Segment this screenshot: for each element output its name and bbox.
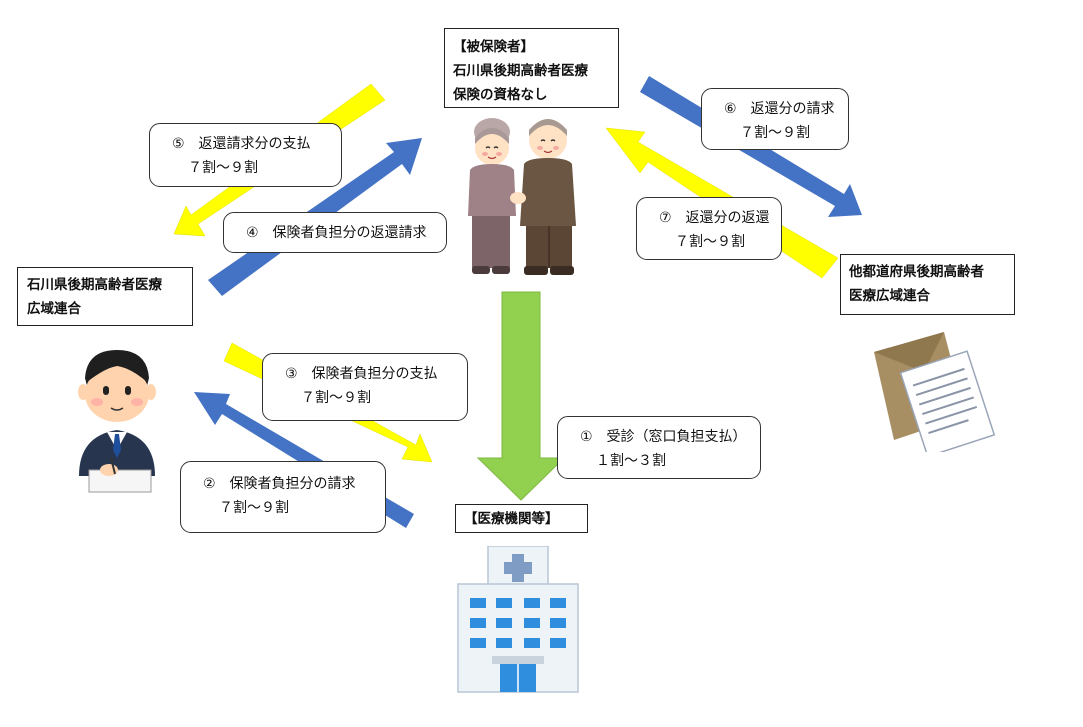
step4-text: ④ 保険者負担分の返還請求: [246, 225, 427, 241]
step7-ratio: ７割〜９割: [675, 234, 745, 250]
step6-text: ⑥ 返還分の請求: [724, 101, 835, 117]
insured-label: 保険の資格なし: [453, 87, 548, 103]
step1-text: ① 受診（窓口負担支払）: [580, 429, 747, 445]
other-union-box: 他都道府県後期高齢者 医療広域連合: [840, 254, 1015, 315]
step7-label: ⑦ 返還分の返還 ７割〜９割: [636, 197, 782, 260]
step1-label: ① 受診（窓口負担支払） １割〜３割: [557, 416, 761, 479]
step4-label: ④ 保険者負担分の返還請求: [223, 212, 447, 253]
ishikawa-union-label: 石川県後期高齢者医療: [27, 277, 162, 293]
step2-label: ② 保険者負担分の請求 ７割〜９割: [180, 461, 386, 533]
step1-ratio: １割〜３割: [596, 453, 666, 469]
elderly-couple-icon: [468, 118, 576, 275]
insured-label: 【被保険者】: [453, 39, 534, 55]
step3-label: ③ 保険者負担分の支払 ７割〜９割: [262, 353, 468, 421]
step5-label: ⑤ 返還請求分の支払 ７割〜９割: [149, 123, 342, 187]
medical-institution-label: 【医療機関等】: [464, 511, 559, 527]
insured-box: 【被保険者】 石川県後期高齢者医療 保険の資格なし: [444, 28, 619, 108]
step5-text: ⑤ 返還請求分の支払: [172, 136, 311, 152]
hospital-building-icon: [457, 546, 579, 693]
step7-text: ⑦ 返還分の返還: [659, 210, 770, 226]
step2-text: ② 保険者負担分の請求: [203, 476, 356, 492]
other-union-label: 他都道府県後期高齢者: [849, 264, 984, 280]
office-worker-icon: [78, 350, 156, 493]
ishikawa-union-label: 広域連合: [27, 301, 81, 317]
step3-text: ③ 保険者負担分の支払: [285, 366, 438, 382]
step5-ratio: ７割〜９割: [188, 160, 258, 176]
insured-label: 石川県後期高齢者医療: [453, 63, 588, 79]
step2-ratio: ７割〜９割: [219, 500, 289, 516]
other-union-label: 医療広域連合: [849, 288, 930, 304]
envelope-document-icon: [874, 332, 996, 452]
step6-ratio: ７割〜９割: [740, 125, 810, 141]
step6-label: ⑥ 返還分の請求 ７割〜９割: [701, 88, 849, 150]
ishikawa-union-box: 石川県後期高齢者医療 広域連合: [17, 267, 193, 326]
step3-ratio: ７割〜９割: [301, 390, 371, 406]
arrow-step1-green: [476, 291, 566, 501]
medical-institution-box: 【医療機関等】: [455, 504, 588, 533]
